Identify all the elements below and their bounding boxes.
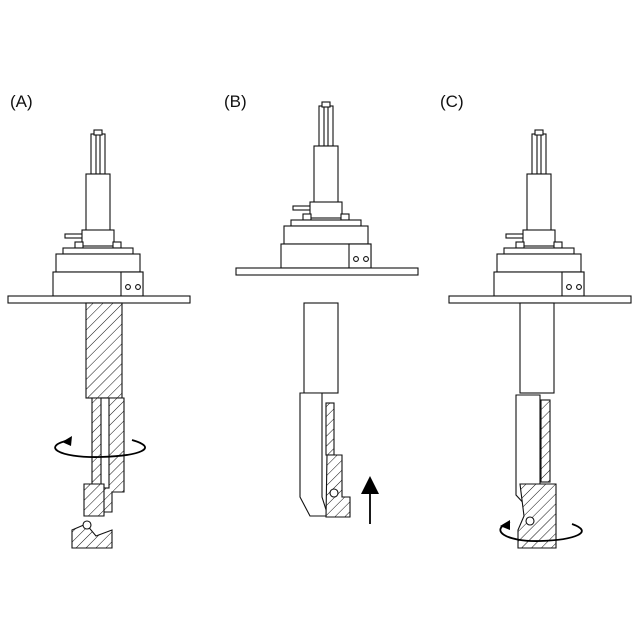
tip-block-a [84,484,104,516]
spring-b [330,489,338,497]
panel-c [449,130,631,548]
sleeve-b [300,393,328,516]
head-assembly-a [8,130,190,303]
head-assembly-b [236,102,418,275]
panel-label-a: (A) [10,92,33,111]
bottom-block-c [518,484,556,548]
head-assembly-c [449,130,631,303]
spring-c [526,517,534,525]
panel-label-b: (B) [224,92,247,111]
panel-b [236,102,418,524]
inner-rod-a [101,398,109,488]
panel-a [8,130,190,548]
bottom-fixture-a [72,524,112,548]
panel-label-c: (C) [440,92,464,111]
upper-shaft-c [520,303,554,393]
hatched-rod-b [326,403,334,455]
hatched-shaft-a [86,303,122,398]
hatched-rod-c [541,400,550,482]
upper-shaft-b [304,303,338,393]
spring-a [83,521,91,529]
lower-block-b [326,455,350,517]
